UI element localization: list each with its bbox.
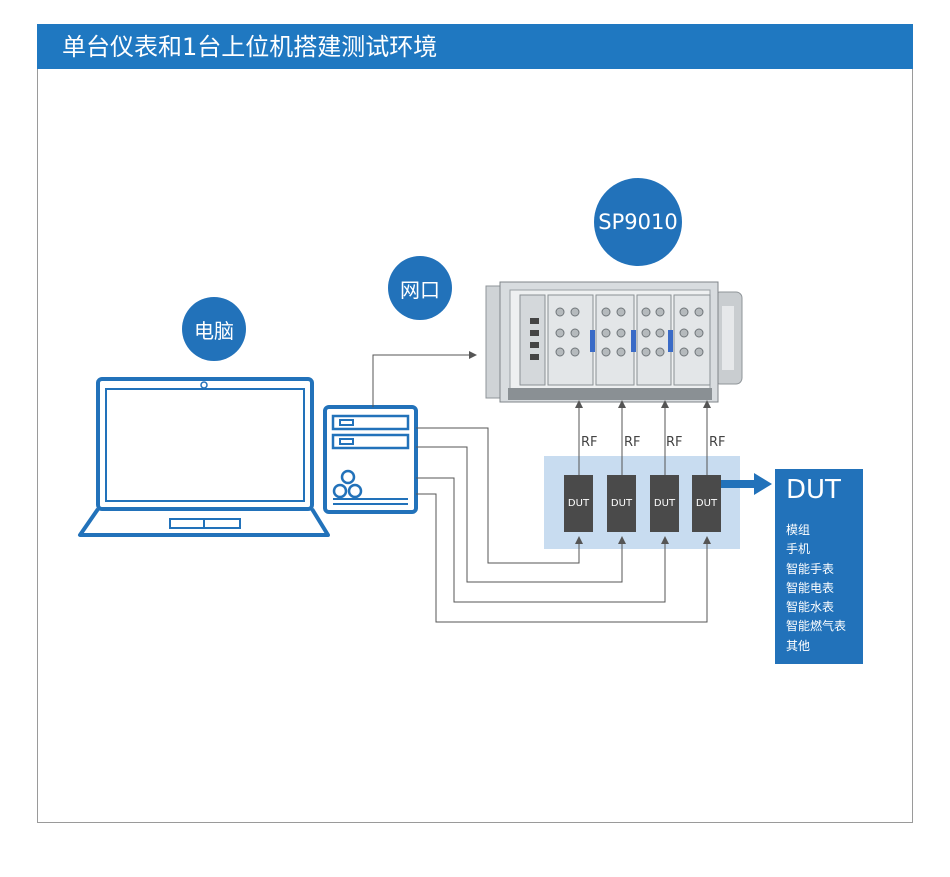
dut-box-label: DUT xyxy=(610,498,633,509)
network-port-bubble: 网口 xyxy=(388,256,452,320)
dut-box: DUT xyxy=(607,475,636,532)
network-cable xyxy=(372,351,477,407)
sp9010-bubble: SP9010 xyxy=(594,178,682,266)
dut-type-item: 智能燃气表 xyxy=(786,619,847,634)
dut-box: DUT xyxy=(564,475,593,532)
sp9010-instrument xyxy=(485,281,743,403)
dut-box-label: DUT xyxy=(695,498,718,509)
dut-type-item: 手机 xyxy=(786,542,811,557)
dut-output-arrow xyxy=(720,473,772,495)
rf-label: RF xyxy=(709,435,726,450)
rf-arrows xyxy=(575,400,711,475)
laptop-icon xyxy=(78,377,330,537)
rf-label: RF xyxy=(624,435,641,450)
control-cables xyxy=(416,427,711,623)
page-title: 单台仪表和1台上位机搭建测试环境 xyxy=(62,33,438,61)
dut-info-panel xyxy=(775,469,863,664)
dut-type-item: 智能手表 xyxy=(786,561,835,576)
dut-panel-title: DUT xyxy=(786,475,841,505)
rf-label: RF xyxy=(666,435,683,450)
computer-label: 电脑 xyxy=(194,318,234,343)
computer-bubble: 电脑 xyxy=(182,297,246,361)
network-port-label: 网口 xyxy=(400,277,440,302)
sp9010-label: SP9010 xyxy=(598,210,678,234)
title-bar xyxy=(37,24,913,69)
dut-type-item: 智能水表 xyxy=(786,600,835,615)
dut-box-label: DUT xyxy=(653,498,676,509)
dut-type-item: 其他 xyxy=(786,638,811,653)
dut-box-label: DUT xyxy=(567,498,590,509)
dut-box: DUT xyxy=(650,475,679,532)
diagram-frame xyxy=(37,24,913,823)
dut-type-list: 模组 手机 智能手表 智能电表 智能水表 智能燃气表 其他 xyxy=(786,521,846,656)
dut-type-item: 模组 xyxy=(786,523,811,537)
host-computer-icon xyxy=(323,405,418,514)
dut-type-item: 智能电表 xyxy=(786,580,835,595)
dut-box: DUT xyxy=(692,475,721,532)
rf-label: RF xyxy=(581,435,598,450)
